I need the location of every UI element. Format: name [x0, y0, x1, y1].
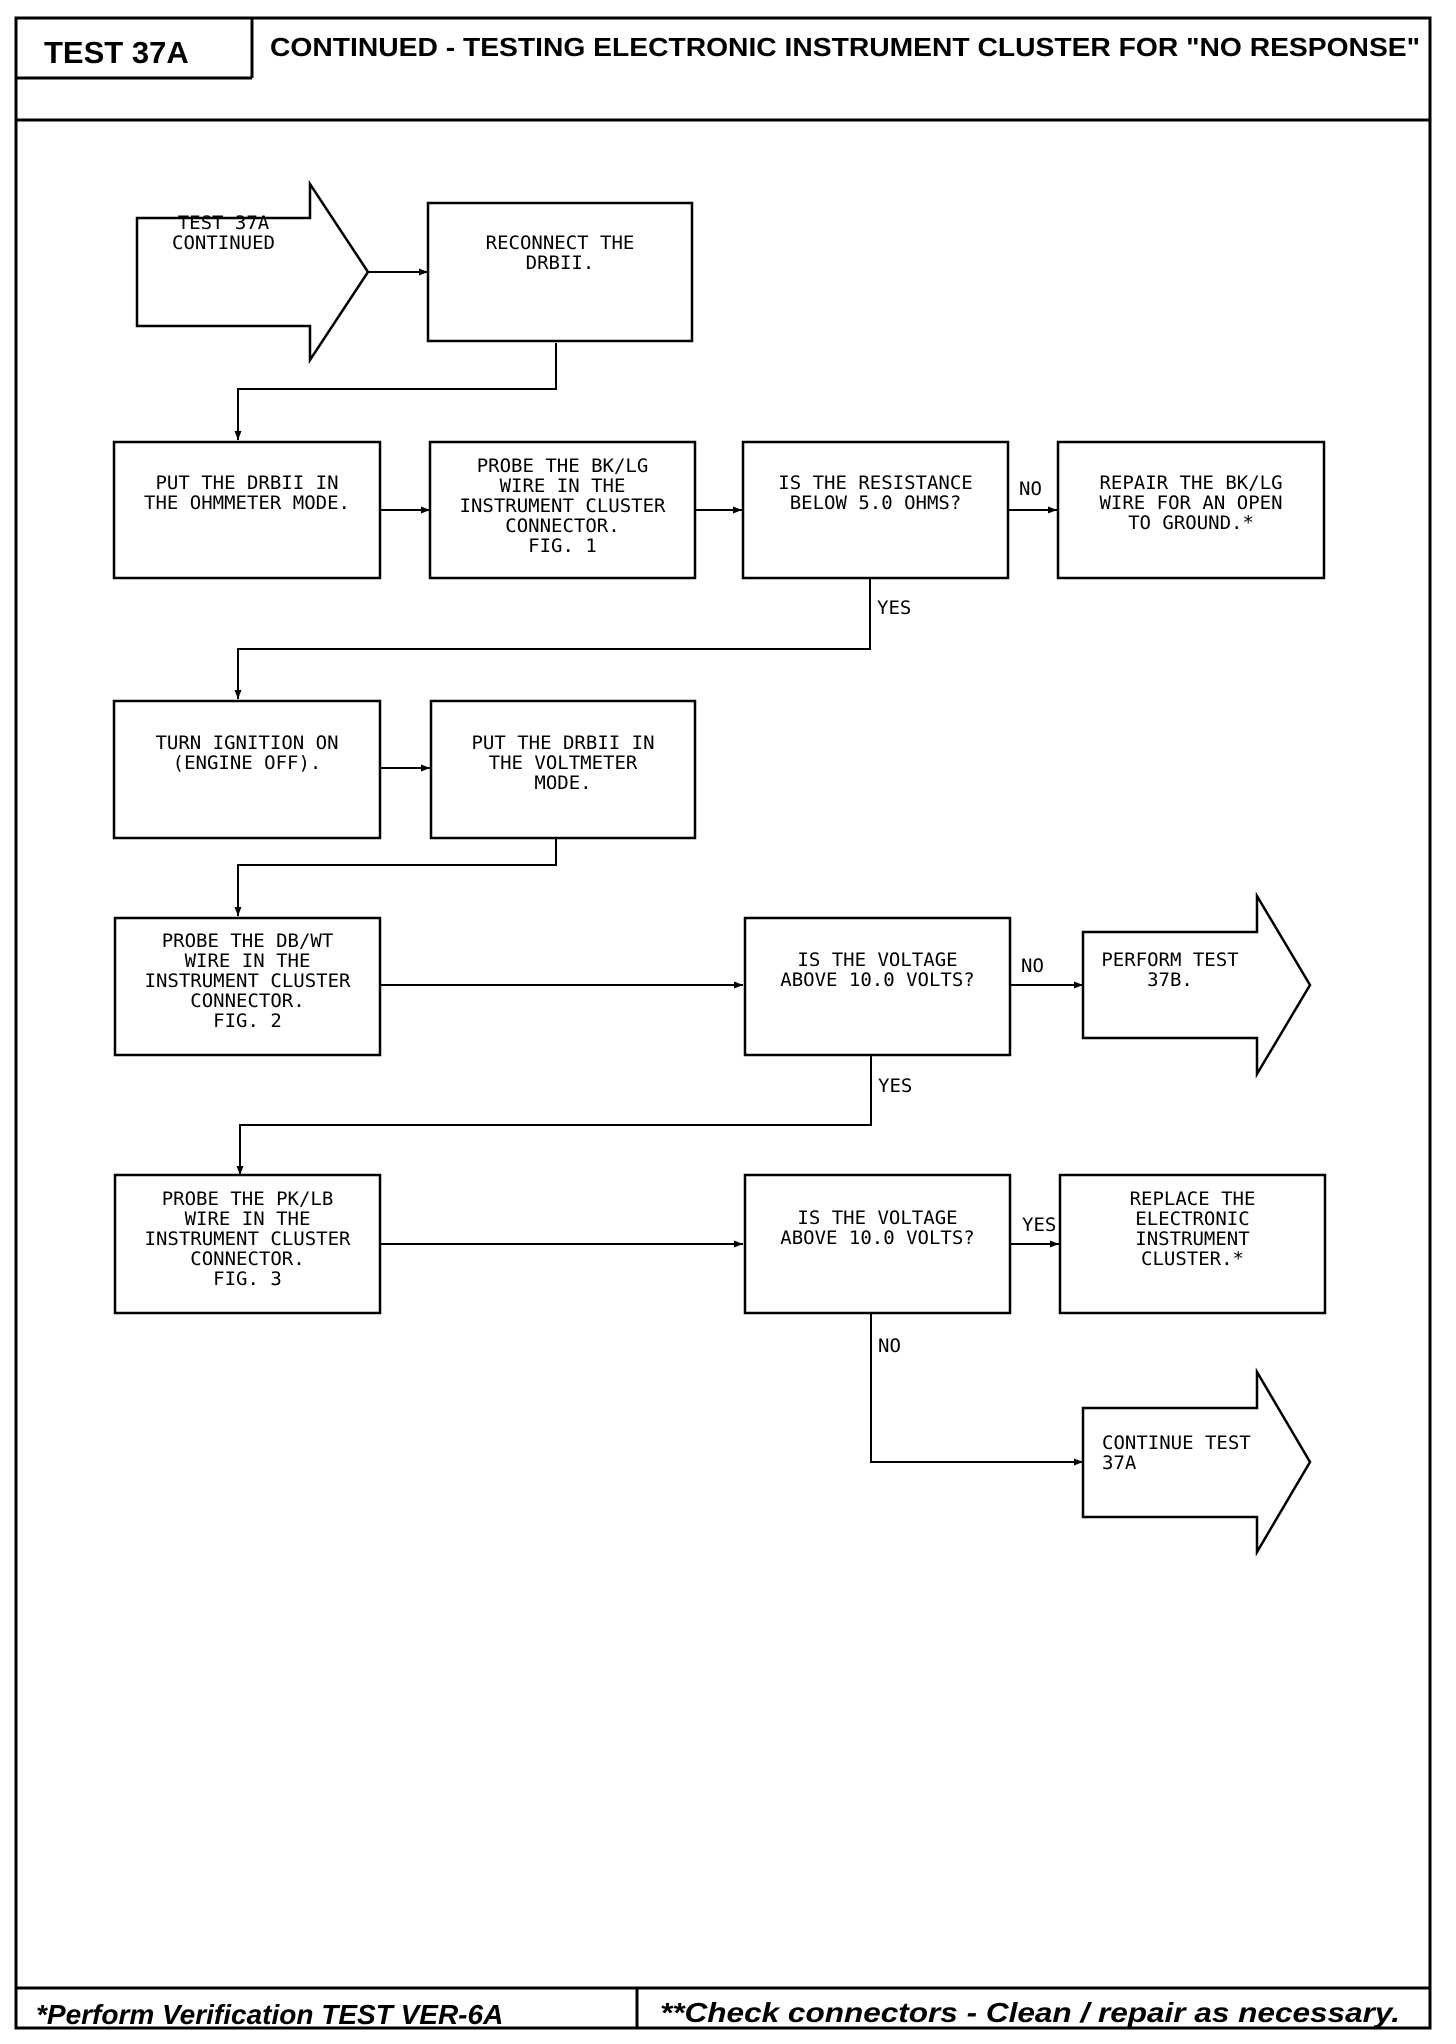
page-title: CONTINUED - TESTING ELECTRONIC INSTRUMEN…: [270, 32, 1420, 62]
node-text-line: PROBE THE DB/WT: [162, 930, 334, 952]
node-text-line: INSTRUMENT CLUSTER: [460, 495, 666, 517]
node-text-line: 37A: [1102, 1452, 1137, 1474]
page-frame: [14, 16, 1432, 2030]
label-no: NO: [1019, 478, 1042, 500]
node-text-line: THE VOLTMETER: [489, 752, 638, 774]
test-id: TEST 37A: [44, 35, 189, 70]
node-text-line: INSTRUMENT CLUSTER: [145, 1228, 351, 1250]
node-text-line: THE OHMMETER MODE.: [144, 492, 350, 514]
node-text-line: ABOVE 10.0 VOLTS?: [780, 969, 974, 991]
node-text-line: FIG. 3: [213, 1268, 282, 1290]
node-text-line: PUT THE DRBII IN: [471, 732, 654, 754]
node-text-line: IS THE RESISTANCE: [778, 472, 972, 494]
node-text-line: WIRE IN THE: [500, 475, 626, 497]
label-no: NO: [1021, 955, 1044, 977]
node-text-line: REPAIR THE BK/LG: [1099, 472, 1282, 494]
node-text-line: CONNECTOR.: [190, 1248, 304, 1270]
connector-resistance-yes: [234, 578, 871, 699]
node-text-line: WIRE IN THE: [185, 950, 311, 972]
label-yes: YES: [877, 597, 911, 619]
node-text-line: INSTRUMENT CLUSTER: [145, 970, 351, 992]
node-text-line: RECONNECT THE: [486, 232, 635, 254]
node-text-line: CLUSTER.*: [1141, 1248, 1244, 1270]
node-text-line: 37B.: [1147, 969, 1193, 991]
node-text-line: FIG. 1: [528, 535, 597, 557]
node-text-line: CONNECTOR.: [505, 515, 619, 537]
node-text-line: REPLACE THE: [1130, 1188, 1256, 1210]
node-text-line: MODE.: [534, 772, 591, 794]
node-text-line: FIG. 2: [213, 1010, 282, 1032]
node-text-line: CONTINUED: [172, 232, 275, 254]
node-text-line: PUT THE DRBII IN: [155, 472, 338, 494]
node-text-line: BELOW 5.0 OHMS?: [790, 492, 962, 514]
node-text-line: PROBE THE BK/LG: [477, 455, 649, 477]
node-text-line: WIRE FOR AN OPEN: [1099, 492, 1282, 514]
footer-connector-note: **Check connectors - Clean / repair as n…: [660, 1997, 1400, 2028]
label-yes: YES: [878, 1075, 912, 1097]
node-text-line: CONNECTOR.: [190, 990, 304, 1012]
node-text-line: TURN IGNITION ON: [155, 732, 338, 754]
node-text-line: IS THE VOLTAGE: [797, 1207, 957, 1229]
node-text-line: ELECTRONIC: [1135, 1208, 1249, 1230]
connector-voltage2-no: [870, 1313, 1083, 1466]
node-text-line: WIRE IN THE: [185, 1208, 311, 1230]
node-text-line: CONTINUE TEST: [1102, 1432, 1251, 1454]
connector-reconnect-to-ohmmeter: [234, 343, 557, 440]
node-text-line: PERFORM TEST: [1101, 949, 1238, 971]
node-text-line: PROBE THE PK/LB: [162, 1188, 334, 1210]
connector-voltage1-yes: [236, 1055, 872, 1175]
node-text-line: (ENGINE OFF).: [173, 752, 322, 774]
node-text-line: DRBII.: [526, 252, 595, 274]
footer-verification-note: *Perform Verification TEST VER-6A: [36, 1999, 503, 2030]
label-no: NO: [878, 1335, 901, 1357]
connector-voltmeter-to-probe-dbwt: [234, 838, 557, 916]
label-yes: YES: [1022, 1214, 1056, 1236]
node-text-line: IS THE VOLTAGE: [797, 949, 957, 971]
node-text-line: TEST 37A: [178, 212, 270, 234]
node-text-line: ABOVE 10.0 VOLTS?: [780, 1227, 974, 1249]
flow-connectors: [234, 268, 1083, 1466]
node-text-line: INSTRUMENT: [1135, 1228, 1249, 1250]
node-text-line: TO GROUND.*: [1128, 512, 1254, 534]
ignition-text: TURN IGNITION ON(ENGINE OFF).: [155, 732, 338, 774]
ignition-box: TURN IGNITION ON(ENGINE OFF).: [112, 699, 382, 840]
